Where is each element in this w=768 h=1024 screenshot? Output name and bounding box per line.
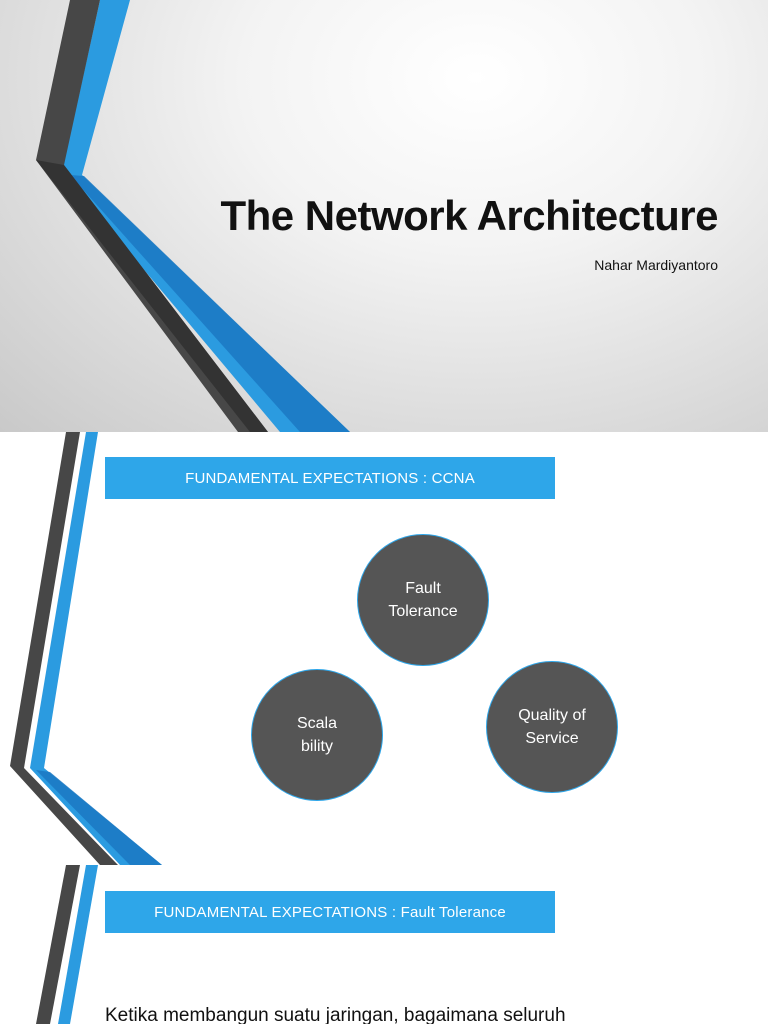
circle-label-line: bility (300, 738, 333, 755)
quality-of-service-circle: Quality of Service (486, 661, 618, 793)
circle-label-line: Service (525, 730, 579, 747)
circle-label-line: Tolerance (388, 603, 458, 620)
decorative-stripes (10, 432, 162, 865)
fault-tolerance-circle: Fault Tolerance (357, 534, 489, 666)
title-slide: The Network Architecture Nahar Mardiyant… (0, 0, 768, 432)
author-name: Nahar Mardiyantoro (594, 257, 718, 273)
circle-label-line: Quality of (518, 707, 586, 724)
fault-tolerance-slide: FUNDAMENTAL EXPECTATIONS : Fault Toleran… (0, 865, 768, 1024)
section-banner: FUNDAMENTAL EXPECTATIONS : Fault Toleran… (105, 891, 555, 933)
circle-label-line: Fault (405, 580, 441, 597)
body-text: Ketika membangun suatu jaringan, bagaima… (105, 1005, 566, 1024)
circle-label-line: Scala (296, 715, 338, 732)
scalability-circle: Scala bility (251, 669, 383, 801)
presentation-title: The Network Architecture (220, 192, 718, 239)
decorative-stripes (36, 865, 98, 1024)
expectations-slide: FUNDAMENTAL EXPECTATIONS : CCNA Fault To… (0, 432, 768, 865)
section-banner: FUNDAMENTAL EXPECTATIONS : CCNA (105, 457, 555, 499)
decorative-stripes (36, 0, 350, 432)
